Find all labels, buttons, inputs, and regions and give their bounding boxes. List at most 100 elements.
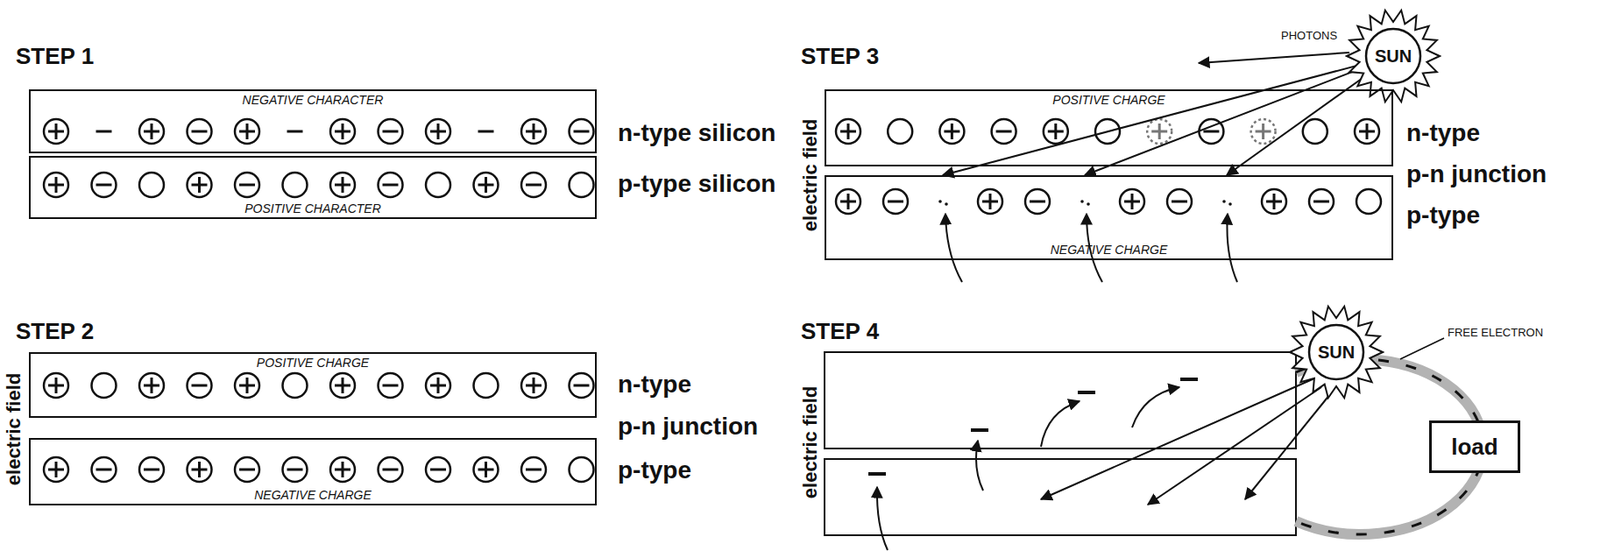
charge-symbol bbox=[187, 119, 213, 144]
charge-symbol bbox=[378, 373, 404, 398]
charge-symbol bbox=[287, 131, 304, 133]
charge-symbol bbox=[883, 189, 908, 214]
charge-symbol bbox=[991, 119, 1017, 144]
layer-charge-label: NEGATIVE CHARGE bbox=[1047, 240, 1172, 259]
charge-symbol bbox=[1025, 189, 1050, 214]
charge-symbol bbox=[187, 457, 213, 482]
charge-symbol bbox=[139, 457, 164, 482]
charge-symbol bbox=[521, 172, 546, 198]
charge-symbol bbox=[378, 119, 404, 144]
charge-symbol bbox=[521, 457, 546, 482]
step-title: STEP 2 bbox=[15, 318, 94, 345]
callout-label: FREE ELECTRON bbox=[1447, 326, 1544, 340]
n-type-strip bbox=[824, 352, 1296, 449]
charge-symbol bbox=[474, 172, 499, 198]
electron-paths bbox=[945, 213, 1238, 283]
charge-symbol bbox=[1302, 119, 1328, 144]
field-label: electric field bbox=[800, 119, 822, 232]
charge-symbol bbox=[425, 457, 451, 482]
photon-arrow bbox=[1198, 52, 1350, 64]
charge-symbol bbox=[283, 457, 308, 482]
charge-symbol bbox=[835, 119, 861, 144]
charge-symbol bbox=[330, 373, 355, 398]
p-type-layer: NEGATIVE CHARGE bbox=[28, 438, 597, 506]
step-title: STEP 4 bbox=[800, 318, 879, 345]
charge-symbol bbox=[521, 373, 546, 398]
charge-symbol bbox=[378, 457, 404, 482]
p-type-layer: POSITIVE CHARACTER bbox=[28, 155, 597, 220]
electron-paths bbox=[877, 387, 1180, 551]
charge-symbol bbox=[569, 457, 595, 482]
charge-symbol bbox=[92, 457, 117, 482]
charge-symbol bbox=[378, 172, 404, 198]
sun: SUN bbox=[1288, 304, 1385, 401]
charge-symbol bbox=[569, 119, 595, 144]
photons-label: PHOTONS bbox=[1281, 29, 1338, 43]
charge-symbol bbox=[425, 119, 451, 144]
charge-symbol bbox=[96, 131, 113, 133]
charge-symbol bbox=[1167, 189, 1192, 214]
charge-symbol bbox=[1043, 119, 1069, 144]
load-label: load bbox=[1451, 433, 1498, 461]
charge-symbol bbox=[478, 131, 495, 133]
charge-symbol bbox=[330, 172, 355, 198]
charge-symbol bbox=[569, 172, 595, 198]
leader-line bbox=[1400, 338, 1445, 360]
layer-name: p-n junction bbox=[617, 413, 758, 441]
charge-symbol bbox=[43, 172, 69, 198]
layer-name: n-type bbox=[617, 371, 692, 399]
charge-symbol bbox=[283, 172, 308, 198]
charge-symbol bbox=[569, 373, 595, 398]
layer-name: p-type bbox=[1406, 202, 1480, 230]
layer-charge-label: POSITIVE CHARGE bbox=[1048, 91, 1169, 109]
charge-symbol bbox=[1119, 189, 1145, 214]
load-box: load bbox=[1429, 420, 1521, 474]
charge-symbol bbox=[330, 457, 355, 482]
photon-arrow bbox=[1226, 72, 1370, 176]
layer-charge-label: POSITIVE CHARGE bbox=[253, 353, 373, 372]
charge-symbol bbox=[1356, 189, 1381, 214]
layer-name: p-n junction bbox=[1406, 161, 1547, 189]
layer-charge-label: NEGATIVE CHARGE bbox=[250, 486, 376, 504]
charge-symbol bbox=[474, 457, 499, 482]
p-type-strip bbox=[824, 459, 1296, 536]
charge-symbol bbox=[187, 172, 213, 198]
photon-arrow bbox=[1147, 387, 1322, 505]
field-label: electric field bbox=[800, 386, 822, 499]
charge-symbol bbox=[835, 189, 861, 214]
charge-symbol bbox=[234, 172, 260, 198]
charge-symbol bbox=[139, 119, 164, 144]
charge-symbol bbox=[1261, 189, 1287, 214]
charge-symbol bbox=[887, 119, 913, 144]
sun-label: SUN bbox=[1374, 46, 1412, 67]
charge-symbol bbox=[234, 373, 260, 398]
charge-symbols bbox=[43, 119, 1381, 482]
charge-symbol bbox=[1080, 199, 1091, 206]
layer-name: n-type silicon bbox=[617, 120, 776, 148]
charge-symbol bbox=[1309, 189, 1334, 214]
field-label: electric field bbox=[3, 373, 25, 486]
photon-arrow bbox=[942, 63, 1366, 176]
charge-symbol bbox=[939, 119, 964, 144]
sun-label: SUN bbox=[1317, 342, 1355, 363]
charge-symbol bbox=[425, 373, 451, 398]
charge-symbol bbox=[43, 373, 69, 398]
n-type-layer: POSITIVE CHARGE bbox=[28, 352, 597, 418]
charge-symbol bbox=[43, 457, 69, 482]
layer-name: p-type silicon bbox=[617, 170, 776, 199]
charge-symbol bbox=[234, 119, 260, 144]
photon-arrow bbox=[1245, 394, 1331, 500]
charge-symbol bbox=[139, 373, 164, 398]
charge-symbol bbox=[43, 119, 69, 144]
charge-symbol bbox=[92, 172, 117, 198]
charge-symbol bbox=[474, 373, 499, 398]
charge-symbol bbox=[938, 199, 949, 206]
charge-symbol bbox=[187, 373, 213, 398]
charge-symbol bbox=[1251, 119, 1276, 144]
charge-symbol bbox=[139, 172, 164, 198]
charge-symbol bbox=[1146, 119, 1172, 144]
layer-charge-label: NEGATIVE CHARACTER bbox=[239, 91, 388, 109]
charge-symbol bbox=[283, 373, 308, 398]
photon-arrow bbox=[1084, 66, 1367, 176]
n-type-layer: POSITIVE CHARGE bbox=[824, 89, 1394, 167]
